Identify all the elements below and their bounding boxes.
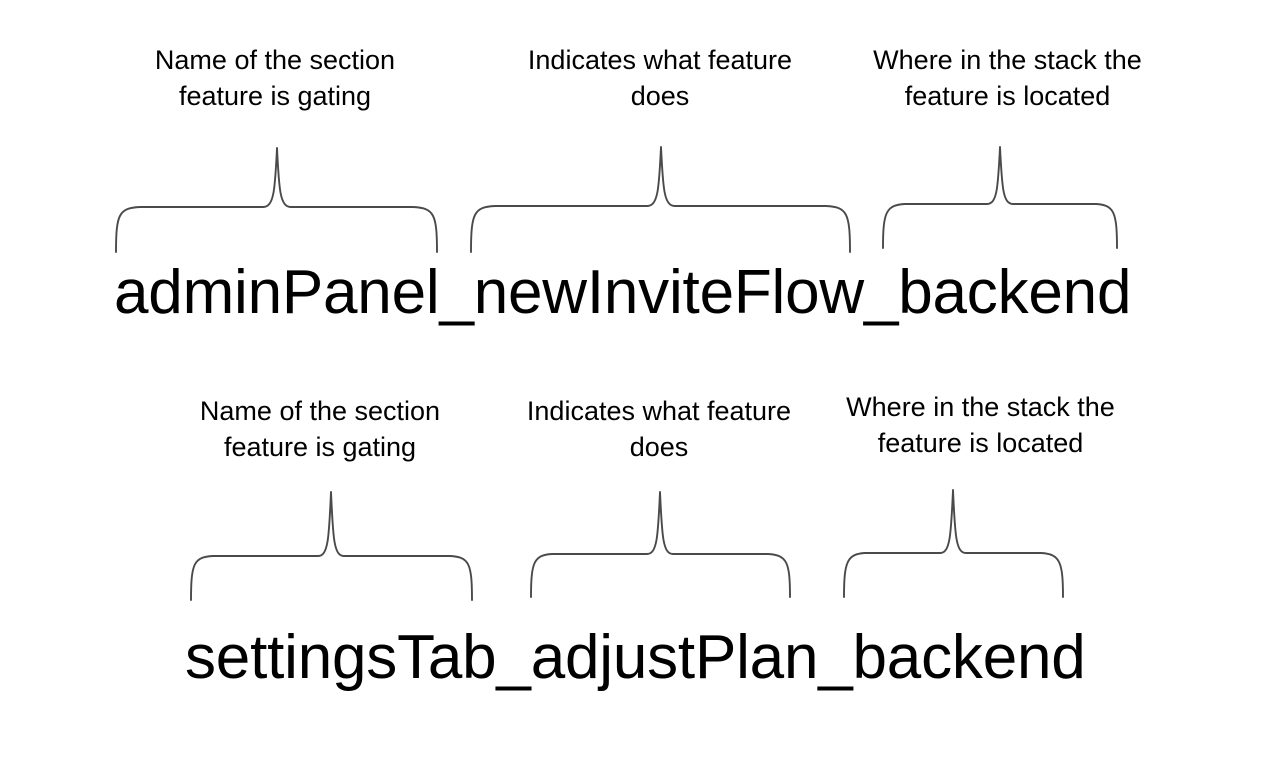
- annotation-label-row1-behavior: Indicates what feature does: [527, 45, 793, 112]
- brace-row1-section: [115, 147, 438, 253]
- annotation-label-row1-section: Name of the section feature is gating: [154, 45, 396, 112]
- brace-row2-section: [190, 491, 473, 601]
- brace-row1-layer: [882, 146, 1118, 249]
- annotation-label-row1-layer: Where in the stack the feature is locate…: [873, 45, 1142, 112]
- brace-row2-layer: [843, 489, 1064, 598]
- annotation-label-row2-layer: Where in the stack the feature is locate…: [846, 392, 1115, 459]
- brace-row2-behavior: [530, 491, 791, 598]
- feature-flag-name-row-2: settingsTab_adjustPlan_backend: [185, 623, 1086, 692]
- brace-row1-behavior: [470, 146, 851, 253]
- annotation-label-row2-section: Name of the section feature is gating: [199, 396, 441, 463]
- annotation-label-row2-behavior: Indicates what feature does: [526, 396, 792, 463]
- feature-flag-name-row-1: adminPanel_newInviteFlow_backend: [114, 258, 1132, 327]
